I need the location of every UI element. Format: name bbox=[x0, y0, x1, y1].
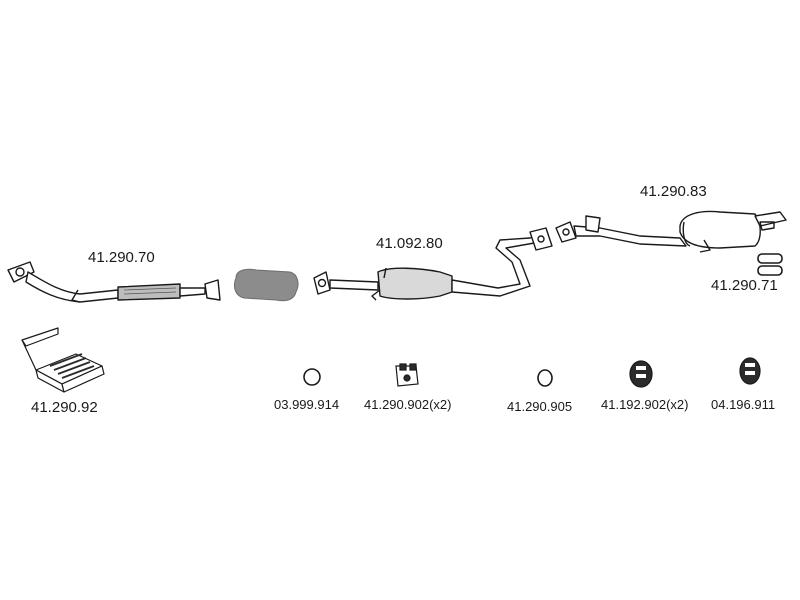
part-label-front-pipe: 41.290.70 bbox=[88, 249, 155, 266]
part-label-mounting-kit: 41.290.92 bbox=[31, 399, 98, 416]
front-pipe-icon[interactable] bbox=[7, 261, 221, 303]
part-label-hanger-a: 41.290.902(x2) bbox=[364, 397, 452, 412]
mounting-kit-box-icon[interactable] bbox=[21, 327, 105, 393]
catalytic-converter-icon[interactable] bbox=[313, 227, 553, 301]
rubber-mount-icon[interactable] bbox=[629, 360, 653, 388]
part-label-ring-large: 41.290.905 bbox=[507, 399, 573, 414]
sealing-ring-icon[interactable] bbox=[537, 369, 553, 387]
part-label-rear-silencer: 41.290.83 bbox=[640, 183, 707, 200]
part-label-tail-gaskets: 41.290.71 bbox=[711, 277, 778, 294]
sealing-ring-icon[interactable] bbox=[303, 368, 321, 386]
rubber-hanger-icon[interactable] bbox=[395, 363, 419, 387]
part-label-catalytic-converter: 41.092.80 bbox=[376, 235, 443, 252]
part-label-ring-small: 03.999.914 bbox=[274, 397, 340, 412]
part-label-mount-b: 41.192.902(x2) bbox=[601, 397, 689, 412]
part-label-mount-c: 04.196.911 bbox=[711, 397, 776, 412]
gasket-pair-icon[interactable] bbox=[757, 253, 783, 276]
flexible-section-icon[interactable] bbox=[233, 268, 299, 302]
rubber-mount-icon[interactable] bbox=[739, 357, 761, 385]
rear-silencer-icon[interactable] bbox=[555, 210, 787, 253]
